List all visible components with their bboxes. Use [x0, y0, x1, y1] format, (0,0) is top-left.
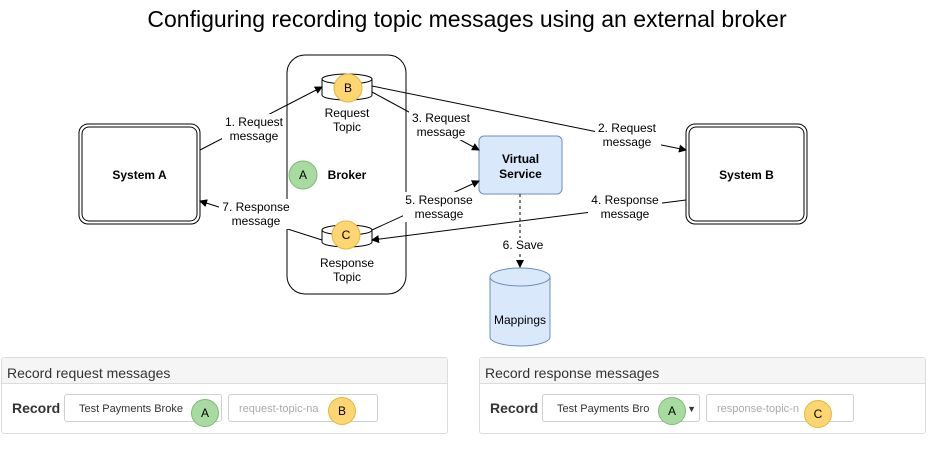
svg-text:A: A [299, 168, 307, 182]
svg-text:5. Response: 5. Response [405, 193, 473, 207]
response-topic-label-2: Topic [333, 270, 361, 284]
response-topic-badge-c: C [331, 220, 361, 250]
svg-text:message: message [232, 214, 281, 228]
record-request-label: Record [12, 400, 61, 416]
broker-container [286, 54, 407, 295]
request-topic-badge-b: B [328, 397, 356, 425]
system-b-label: System B [719, 168, 774, 182]
svg-text:2. Request: 2. Request [598, 121, 657, 135]
edge-7-response: 7. Response message [199, 199, 323, 241]
request-topic-label-1: Request [325, 106, 370, 120]
broker-badge-a: A [288, 160, 318, 190]
response-topic-badge-c: C [804, 400, 832, 428]
svg-text:message: message [415, 207, 464, 221]
response-broker-badge-a: A [658, 397, 686, 425]
system-a-label: System A [112, 168, 167, 182]
request-topic-label-2: Topic [333, 120, 361, 134]
virtual-service-node: Virtual Service [478, 135, 563, 195]
edge-1-request: 1. Request message [199, 86, 323, 151]
response-broker-value: Test Payments Bro [557, 403, 650, 415]
svg-text:C: C [342, 228, 351, 242]
system-a-node: System A [78, 123, 201, 225]
record-response-panel-header: Record response messages [480, 358, 925, 384]
svg-text:message: message [417, 125, 466, 139]
svg-text:3. Request: 3. Request [412, 111, 471, 125]
virtual-service-line-1: Virtual [502, 152, 539, 166]
broker-label: Broker [328, 168, 367, 182]
svg-text:1. Request: 1. Request [225, 115, 284, 129]
diagram-title: Configuring recording topic messages usi… [147, 6, 787, 32]
record-response-label: Record [490, 400, 539, 416]
response-topic-input[interactable]: response-topic-n [706, 394, 854, 422]
mappings-label: Mappings [494, 313, 546, 327]
edge-2-request: 2. Request message [371, 85, 687, 153]
request-topic-badge-b: B [333, 73, 363, 103]
svg-text:6. Save: 6. Save [503, 238, 544, 252]
edge-3-request: 3. Request message [371, 91, 480, 151]
edge-4-response: 4. Response message [371, 192, 687, 244]
svg-text:4. Response: 4. Response [591, 193, 659, 207]
edge-5-response: 5. Response message [371, 180, 480, 231]
svg-text:message: message [230, 129, 279, 143]
svg-text:7. Response: 7. Response [222, 200, 290, 214]
svg-text:message: message [601, 207, 650, 221]
record-request-panel: Record request messages Record Test Paym… [1, 357, 448, 434]
request-broker-badge-a: A [191, 399, 219, 427]
system-b-node: System B [685, 123, 808, 225]
response-topic-label-1: Response [320, 256, 374, 270]
record-response-panel: Record response messages Record Test Pay… [479, 357, 926, 434]
edge-6-save: 6. Save [500, 194, 546, 268]
svg-text:B: B [344, 81, 352, 95]
virtual-service-line-2: Service [499, 167, 542, 181]
svg-text:message: message [603, 135, 652, 149]
mappings-database-icon: Mappings [489, 267, 551, 347]
chevron-down-icon[interactable]: ▼ [687, 404, 696, 414]
record-request-panel-header: Record request messages [2, 358, 447, 384]
